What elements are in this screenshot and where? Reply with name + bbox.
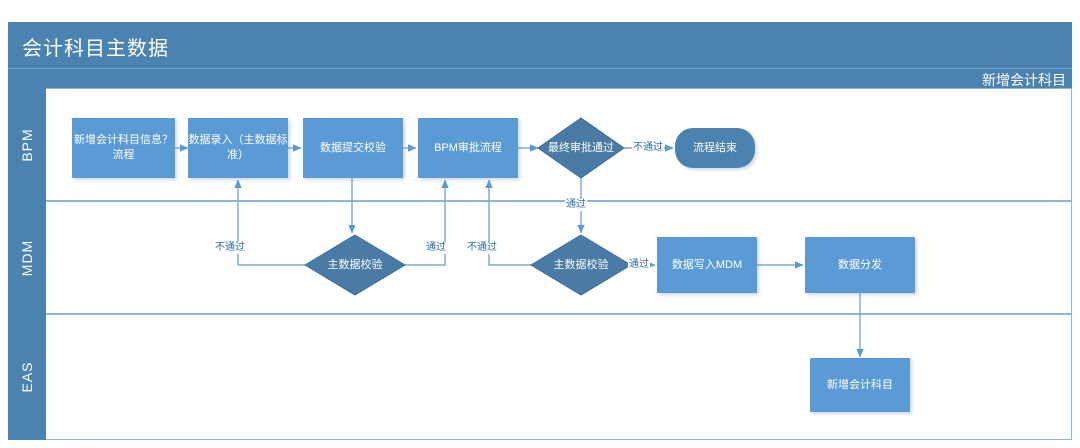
- edge-label-check1-pass: 通过: [425, 242, 447, 254]
- node-bpm-approval[interactable]: BPM审批流程: [418, 118, 518, 178]
- node-eas-new-account-label: 新增会计科目: [827, 378, 893, 391]
- node-bpm-approval-label: BPM审批流程: [434, 141, 502, 154]
- edge-label-check2-pass: 通过: [628, 259, 650, 271]
- node-start-label: 新增会计科目信息？流程: [74, 134, 173, 161]
- subtitle-label: 新增会计科目: [982, 72, 1066, 88]
- node-process-end[interactable]: 流程结束: [675, 128, 755, 168]
- node-distribute-label: 数据分发: [838, 258, 882, 271]
- node-data-entry[interactable]: 数据录入（主数据标准）: [188, 118, 288, 178]
- edge-label-final-pass: 通过: [565, 199, 587, 211]
- edge-label-final-reject: 不通过: [632, 142, 664, 154]
- lane-eas: EAS: [8, 314, 1072, 440]
- node-start[interactable]: 新增会计科目信息？流程: [72, 118, 175, 178]
- node-final-approve-shape[interactable]: [537, 117, 625, 179]
- node-distribute[interactable]: 数据分发: [805, 237, 915, 293]
- node-md-check-2-shape[interactable]: [530, 234, 632, 296]
- lane-body-eas: [46, 314, 1072, 440]
- lane-label-eas-text: EAS: [19, 361, 35, 393]
- page-title: 会计科目主数据: [22, 38, 169, 60]
- node-write-mdm-label: 数据写入MDM: [671, 258, 743, 271]
- lane-label-mdm: MDM: [8, 201, 46, 314]
- node-eas-new-account[interactable]: 新增会计科目: [810, 358, 910, 412]
- node-write-mdm[interactable]: 数据写入MDM: [657, 237, 757, 293]
- lane-label-bpm: BPM: [8, 88, 46, 201]
- edge-label-check2-reject: 不通过: [466, 242, 498, 254]
- title-bar: 会计科目主数据: [8, 22, 1072, 68]
- node-data-entry-label: 数据录入（主数据标准）: [188, 134, 288, 161]
- lane-label-eas: EAS: [8, 314, 46, 440]
- subtitle-bar: 新增会计科目: [8, 68, 1072, 88]
- node-process-end-label: 流程结束: [693, 141, 737, 154]
- lane-label-bpm-text: BPM: [19, 127, 35, 162]
- lane-label-mdm-text: MDM: [19, 239, 35, 276]
- edge-label-check1-reject: 不通过: [214, 242, 246, 254]
- node-submit-check[interactable]: 数据提交校验: [303, 118, 403, 178]
- node-submit-check-label: 数据提交校验: [320, 141, 386, 154]
- node-md-check-1-shape[interactable]: [304, 234, 406, 296]
